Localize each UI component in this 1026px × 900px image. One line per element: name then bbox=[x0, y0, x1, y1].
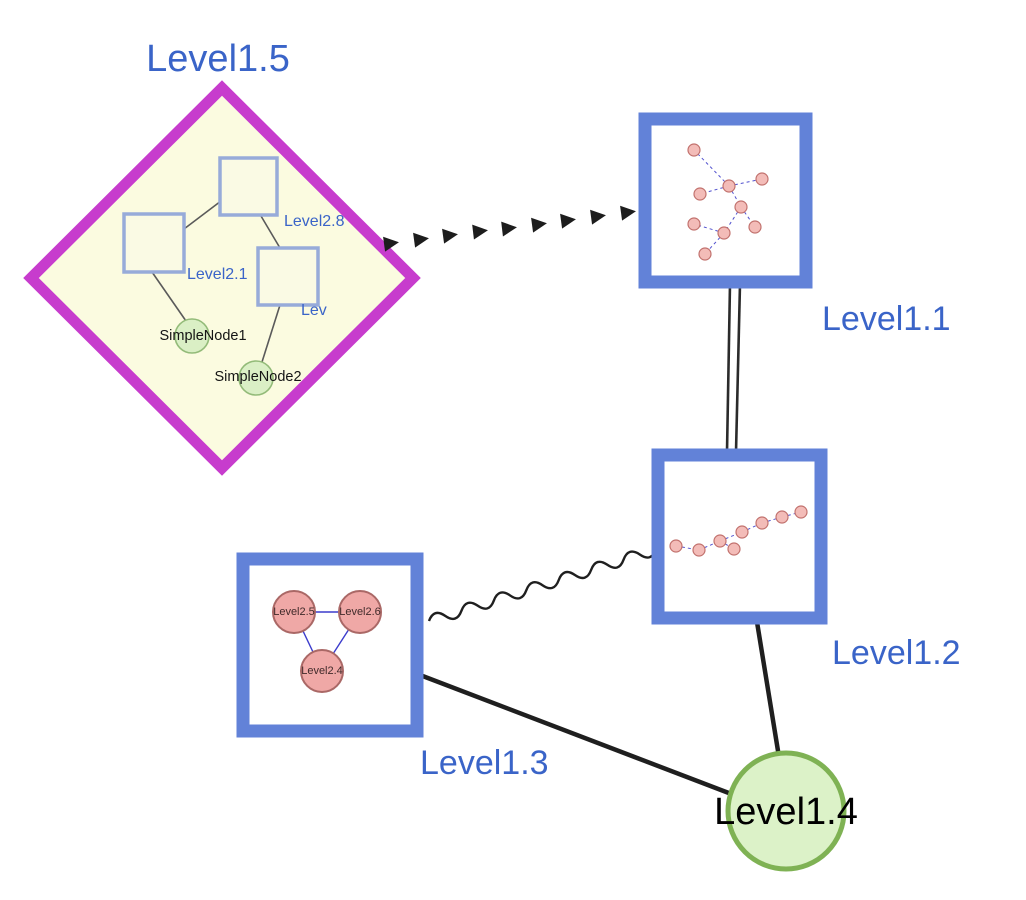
label-simplenode2: SimpleNode2 bbox=[214, 369, 302, 385]
mini-node[interactable] bbox=[734, 200, 748, 214]
edge-level1-2-to-level1-4[interactable] bbox=[754, 621, 782, 758]
edge-level1-5-to-level1-1[interactable] bbox=[383, 205, 636, 252]
mini-node[interactable] bbox=[698, 247, 712, 261]
edge-lev-to-simplenode2 bbox=[261, 304, 281, 363]
node-level1-3[interactable] bbox=[236, 552, 424, 738]
mini-node[interactable] bbox=[794, 505, 808, 519]
node-simplenode1[interactable] bbox=[174, 318, 210, 354]
node-level2-8[interactable] bbox=[218, 156, 279, 217]
node-level1-1[interactable] bbox=[638, 112, 813, 289]
mini-node[interactable] bbox=[755, 516, 769, 530]
label-level2-8: Level2.8 bbox=[284, 213, 345, 230]
label-lev: Lev bbox=[301, 302, 327, 319]
mini-node[interactable] bbox=[748, 220, 762, 234]
edge-level2-8-to-lev bbox=[260, 215, 281, 249]
mini-node[interactable] bbox=[669, 539, 683, 553]
node-level1-4[interactable] bbox=[725, 750, 847, 872]
label-level1-5: Level1.5 bbox=[146, 38, 290, 80]
mini-node[interactable] bbox=[687, 217, 701, 231]
mini-node[interactable] bbox=[727, 542, 741, 556]
node-lev[interactable] bbox=[256, 246, 320, 307]
node-level2-6[interactable] bbox=[338, 590, 382, 634]
mini-node[interactable] bbox=[775, 510, 789, 524]
label-level1-3: Level1.3 bbox=[420, 744, 549, 782]
node-level1-5-diamond[interactable] bbox=[23, 80, 421, 476]
edge-level2-1-to-simplenode1 bbox=[151, 271, 187, 322]
label-simplenode1: SimpleNode1 bbox=[159, 328, 247, 344]
mini-node[interactable] bbox=[687, 143, 701, 157]
edge-level2-1-to-level2-8 bbox=[183, 200, 222, 230]
mini-node[interactable] bbox=[717, 226, 731, 240]
label-level2-6: Level2.6 bbox=[339, 606, 381, 618]
label-level1-4: Level1.4 bbox=[714, 791, 858, 833]
mini-node[interactable] bbox=[692, 543, 706, 557]
mini-node[interactable] bbox=[713, 534, 727, 548]
node-level2-1[interactable] bbox=[122, 212, 186, 274]
edge-level1-3-to-level1-2[interactable] bbox=[427, 544, 658, 626]
mini-node[interactable] bbox=[755, 172, 769, 186]
level1-3-subgraph bbox=[272, 590, 382, 693]
label-level1-2: Level1.2 bbox=[832, 634, 961, 672]
mini-node[interactable] bbox=[735, 525, 749, 539]
edge-level1-3-to-level1-4[interactable] bbox=[419, 672, 735, 798]
mini-node[interactable] bbox=[693, 187, 707, 201]
node-simplenode2[interactable] bbox=[238, 360, 274, 396]
level1-2-subgraph bbox=[669, 505, 808, 557]
level1-1-subgraph bbox=[687, 143, 769, 261]
label-level2-5: Level2.5 bbox=[273, 606, 315, 618]
node-level2-4[interactable] bbox=[300, 649, 344, 693]
edge-level1-1-to-level1-2[interactable] bbox=[725, 283, 742, 453]
label-level2-1: Level2.1 bbox=[187, 266, 248, 283]
node-level2-5[interactable] bbox=[272, 590, 316, 634]
label-level2-4: Level2.4 bbox=[301, 665, 343, 677]
mini-node[interactable] bbox=[722, 179, 736, 193]
label-level1-1: Level1.1 bbox=[822, 300, 951, 338]
